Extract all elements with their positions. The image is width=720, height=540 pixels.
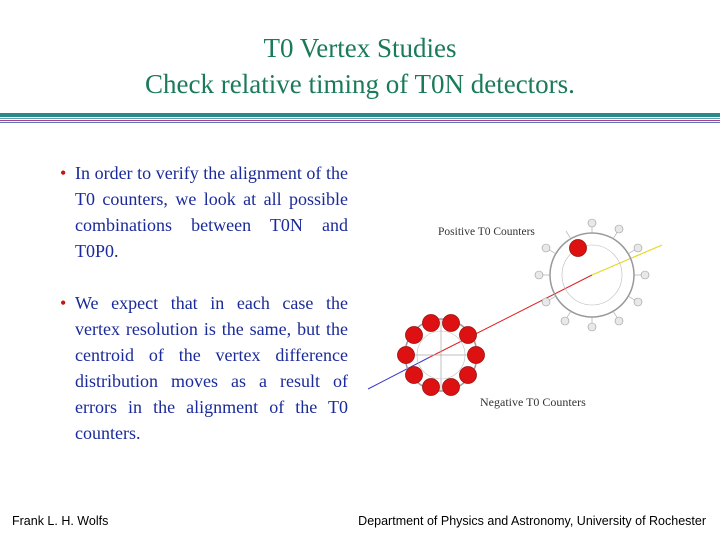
- bullet-text: In order to verify the alignment of the …: [75, 163, 348, 261]
- bullet-dot-icon: •: [60, 163, 67, 183]
- t0-counters-figure: Positive T0 Counters Negative T0 Counter…: [360, 215, 680, 425]
- rule-thin-2: [0, 122, 720, 123]
- negative-counter-assembly: [397, 314, 485, 396]
- bullet-item-expectation: • We expect that in each case the vertex…: [60, 290, 348, 446]
- track-line-blue: [367, 356, 431, 390]
- footer-department: Department of Physics and Astronomy, Uni…: [358, 514, 706, 528]
- footer-author: Frank L. H. Wolfs: [12, 514, 109, 528]
- title-line-1: T0 Vertex Studies: [263, 33, 457, 63]
- rule-teal: [0, 113, 720, 117]
- negative-counters: [397, 314, 485, 396]
- bullet-dot-icon: •: [60, 293, 67, 313]
- positive-counters-label: Positive T0 Counters: [438, 226, 535, 238]
- positive-counter-hit: [569, 239, 587, 257]
- bullet-item-alignment: • In order to verify the alignment of th…: [60, 160, 348, 264]
- positive-inner-ring: [561, 244, 623, 306]
- track-line-yellow: [591, 244, 663, 276]
- title-line-2: Check relative timing of T0N detectors.: [145, 69, 575, 99]
- rule-magenta: [0, 120, 720, 121]
- positive-pmts: [534, 218, 650, 332]
- bullet-text: We expect that in each case the vertex r…: [75, 293, 348, 443]
- bullet-list: • In order to verify the alignment of th…: [60, 160, 348, 446]
- slide-title: T0 Vertex Studies Check relative timing …: [0, 30, 720, 102]
- positive-counter-assembly: [534, 218, 650, 332]
- negative-counters-label: Negative T0 Counters: [480, 395, 586, 409]
- rule-thin-1: [0, 118, 720, 119]
- t0-diagram: Positive T0 Counters Negative T0 Counter…: [367, 218, 663, 409]
